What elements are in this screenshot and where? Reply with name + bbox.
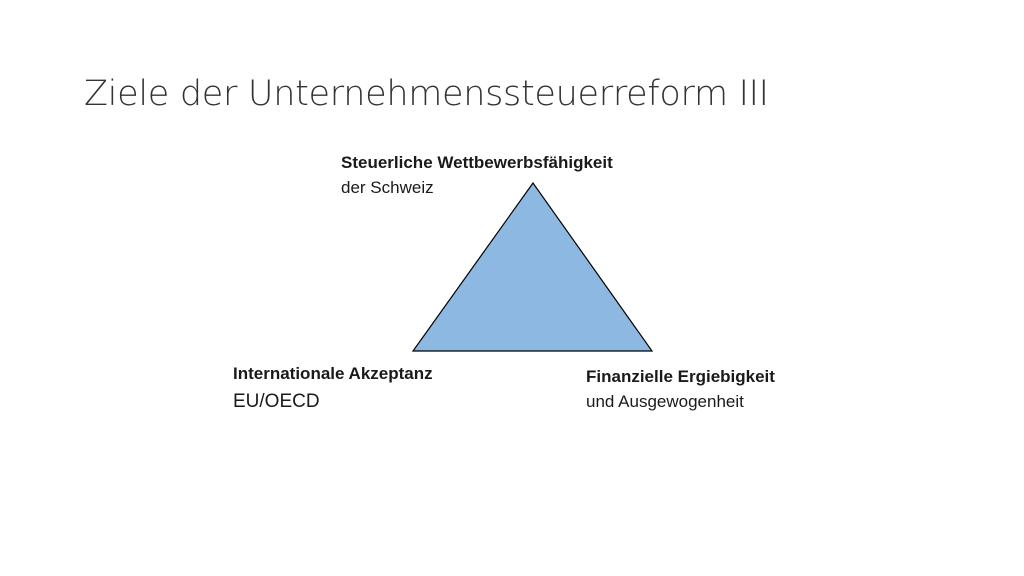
vertex-label-bottom-left: Internationale Akzeptanz EU/OECD xyxy=(233,361,433,418)
vertex-bottom-left-heading: Internationale Akzeptanz xyxy=(233,364,433,383)
slide-title: Ziele der Unternehmenssteuerreform III xyxy=(84,74,769,114)
vertex-bottom-right-heading: Finanzielle Ergiebigkeit xyxy=(586,367,775,386)
vertex-label-top: Steuerliche Wettbewerbsfähigkeit der Sch… xyxy=(341,150,613,200)
vertex-bottom-right-subtext: und Ausgewogenheit xyxy=(586,392,744,411)
vertex-top-subtext: der Schweiz xyxy=(341,178,434,197)
goal-triangle xyxy=(411,181,654,352)
vertex-label-bottom-right: Finanzielle Ergiebigkeit und Ausgewogenh… xyxy=(586,364,775,414)
vertex-top-heading: Steuerliche Wettbewerbsfähigkeit xyxy=(341,153,613,172)
vertex-bottom-left-subtext: EU/OECD xyxy=(233,391,320,412)
